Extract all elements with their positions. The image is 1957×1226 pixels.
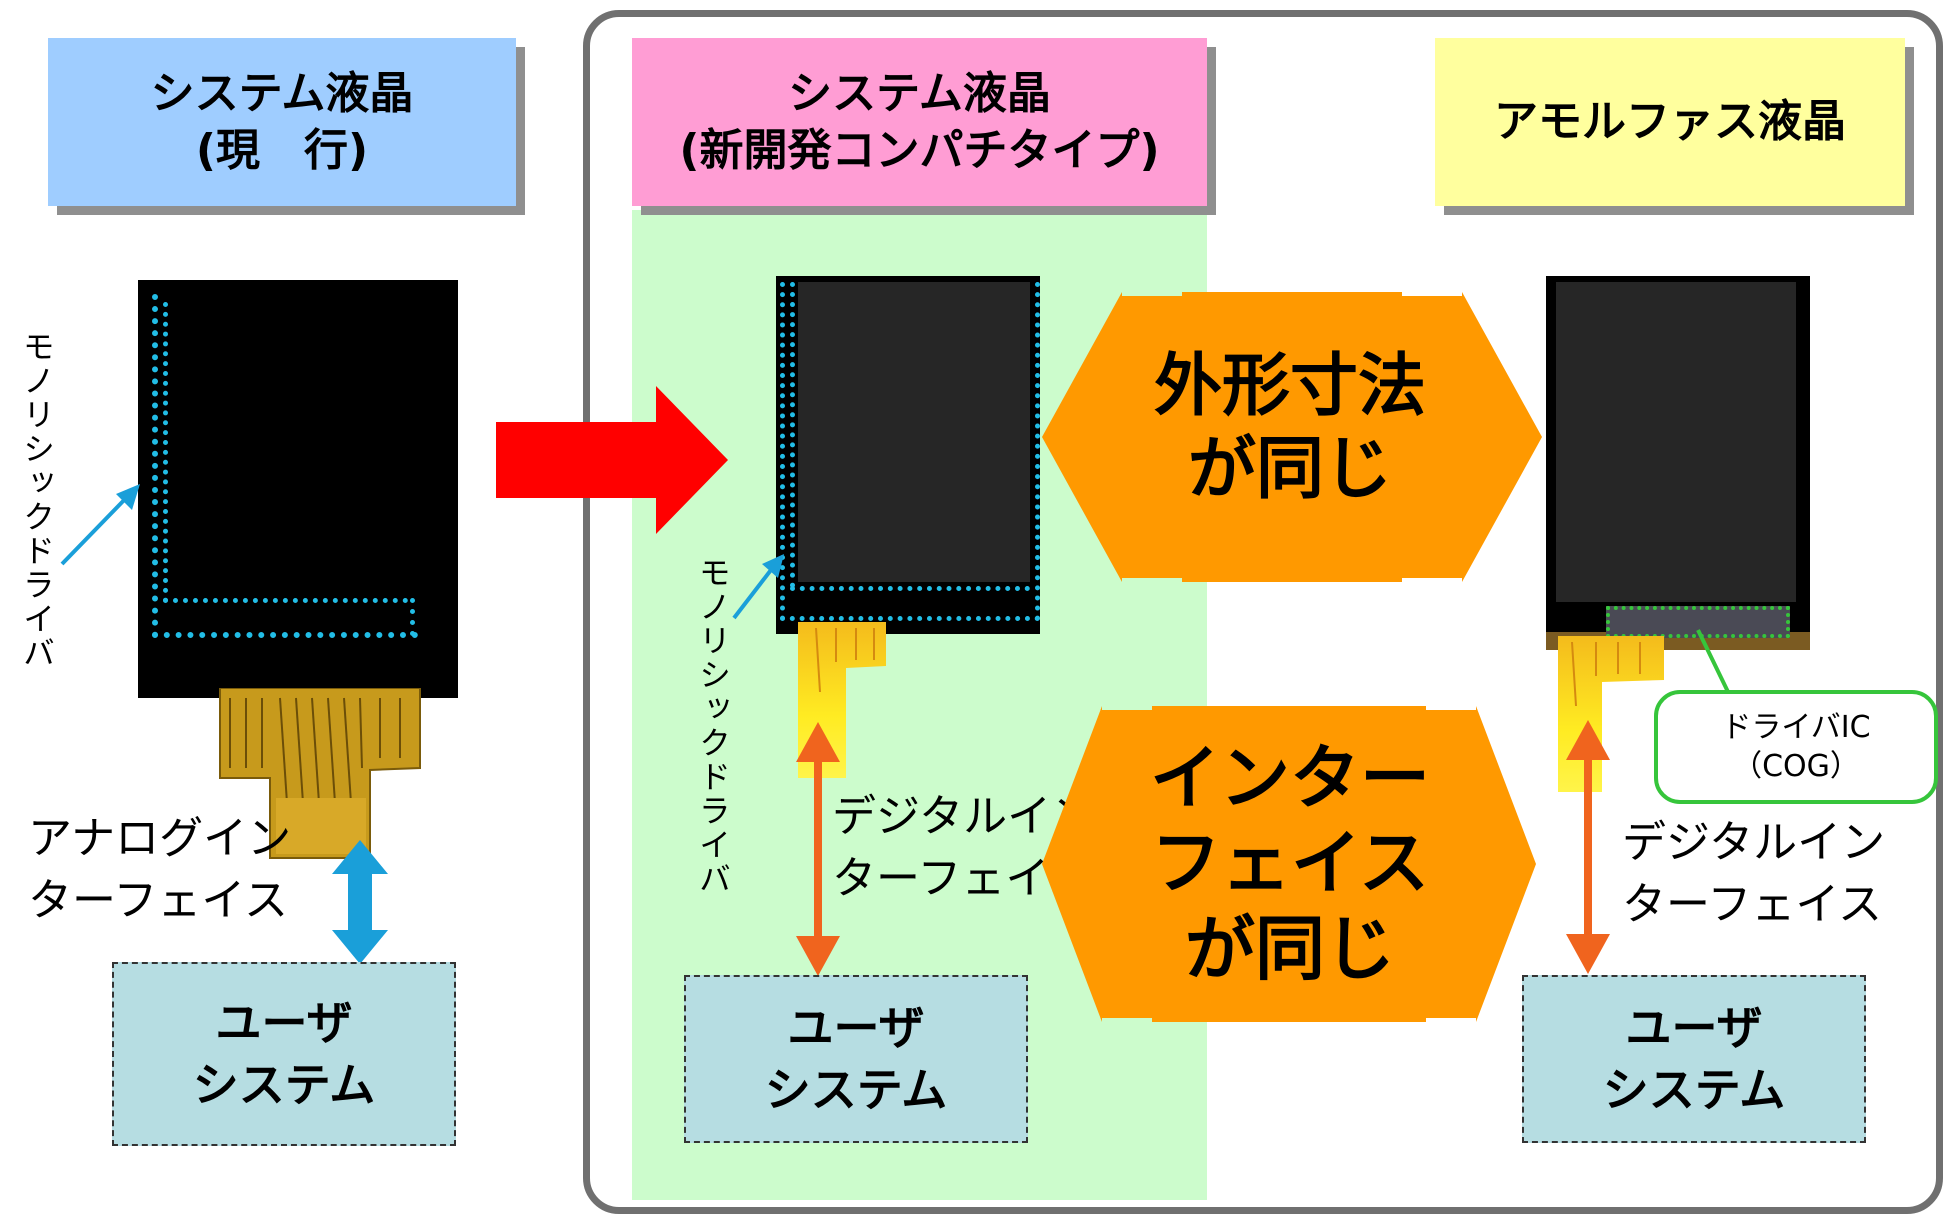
monolithic-driver-label-center: モノリシックドライバ [694,556,732,896]
user-system-right-line2: システム [1602,1063,1786,1117]
monolithic-driver-outline-left-cap [400,598,415,636]
driver-ic-label-box: ドライバIC （COG） [1654,690,1938,804]
header-new-compatible: システム液晶 (新開発コンパチタイプ) [632,38,1207,206]
digital-connection-arrow-right [1566,720,1610,974]
header-current: システム液晶 (現 行) [48,38,516,206]
lcd-display-area-compatible [798,282,1030,582]
monolithic-driver-outline-left-inner [163,302,408,603]
flex-cable-left [219,688,421,863]
same-outline-line1: 外形寸法 [1153,347,1426,426]
same-outline-callout: 外形寸法 が同じ [1110,346,1470,512]
lcd-display-area-amorphous [1556,282,1796,602]
driver-ic-line2: （COG） [1732,749,1860,784]
user-system-center: ユーザ システム [684,975,1028,1143]
comparison-panel-frame [583,10,1943,1214]
same-outline-arrow [1042,292,1542,582]
analog-interface-label: アナログイン ターフェイス [28,808,291,931]
header-new-line1: システム液晶 [788,67,1051,119]
analog-interface-line2: ターフェイス [28,874,289,926]
monolithic-driver-outline-left [152,294,418,638]
digital-interface-label-right: デジタルイン ターフェイス [1622,812,1885,935]
user-system-right-line1: ユーザ [1625,1000,1763,1055]
digital-interface-right-line2: ターフェイス [1622,878,1883,930]
same-outline-line2: が同じ [1187,429,1392,509]
monolithic-driver-outline-center-inner2 [790,586,1030,593]
header-amorphous: アモルファス液晶 [1435,38,1905,206]
digital-interface-right-line1: デジタルイン [1622,817,1886,868]
pointer-arrow-center [732,554,784,620]
analog-connection-arrow [332,840,388,964]
header-new-line2: (新開発コンパチタイプ) [679,125,1160,176]
digital-connection-arrow-center [796,722,840,976]
driver-ic-leader-line [1696,629,1732,697]
same-interface-line3: が同じ [1185,907,1395,990]
header-current-line1: システム液晶 [150,67,414,119]
user-system-right: ユーザ システム [1522,975,1866,1143]
same-interface-callout: インター フェイス が同じ [1110,736,1470,992]
header-amorphous-line1: アモルファス液晶 [1494,96,1846,148]
user-system-left: ユーザ システム [112,962,456,1146]
header-current-line2: (現 行) [195,125,369,176]
transition-arrow [496,386,728,534]
monolithic-driver-outline-center [780,282,1040,621]
driver-ic-line1: ドライバIC [1721,710,1871,745]
same-interface-line1: インター [1150,737,1430,819]
pointer-arrow-left [60,484,140,566]
user-system-left-line2: システム [192,1058,376,1112]
user-system-center-line1: ユーザ [787,1000,925,1055]
analog-interface-line1: アナログイン [28,813,292,864]
monolithic-driver-outline-center-inner [790,282,797,588]
user-system-left-line1: ユーザ [215,995,353,1050]
user-system-center-line2: システム [764,1063,948,1117]
digital-interface-center-line1: デジタルイン [832,791,1096,842]
same-interface-line2: フェイス [1151,822,1429,905]
lcd-panel-current [138,280,458,698]
same-interface-arrow [1042,706,1536,1022]
monolithic-driver-label-left: モノリシックドライバ [18,330,56,670]
